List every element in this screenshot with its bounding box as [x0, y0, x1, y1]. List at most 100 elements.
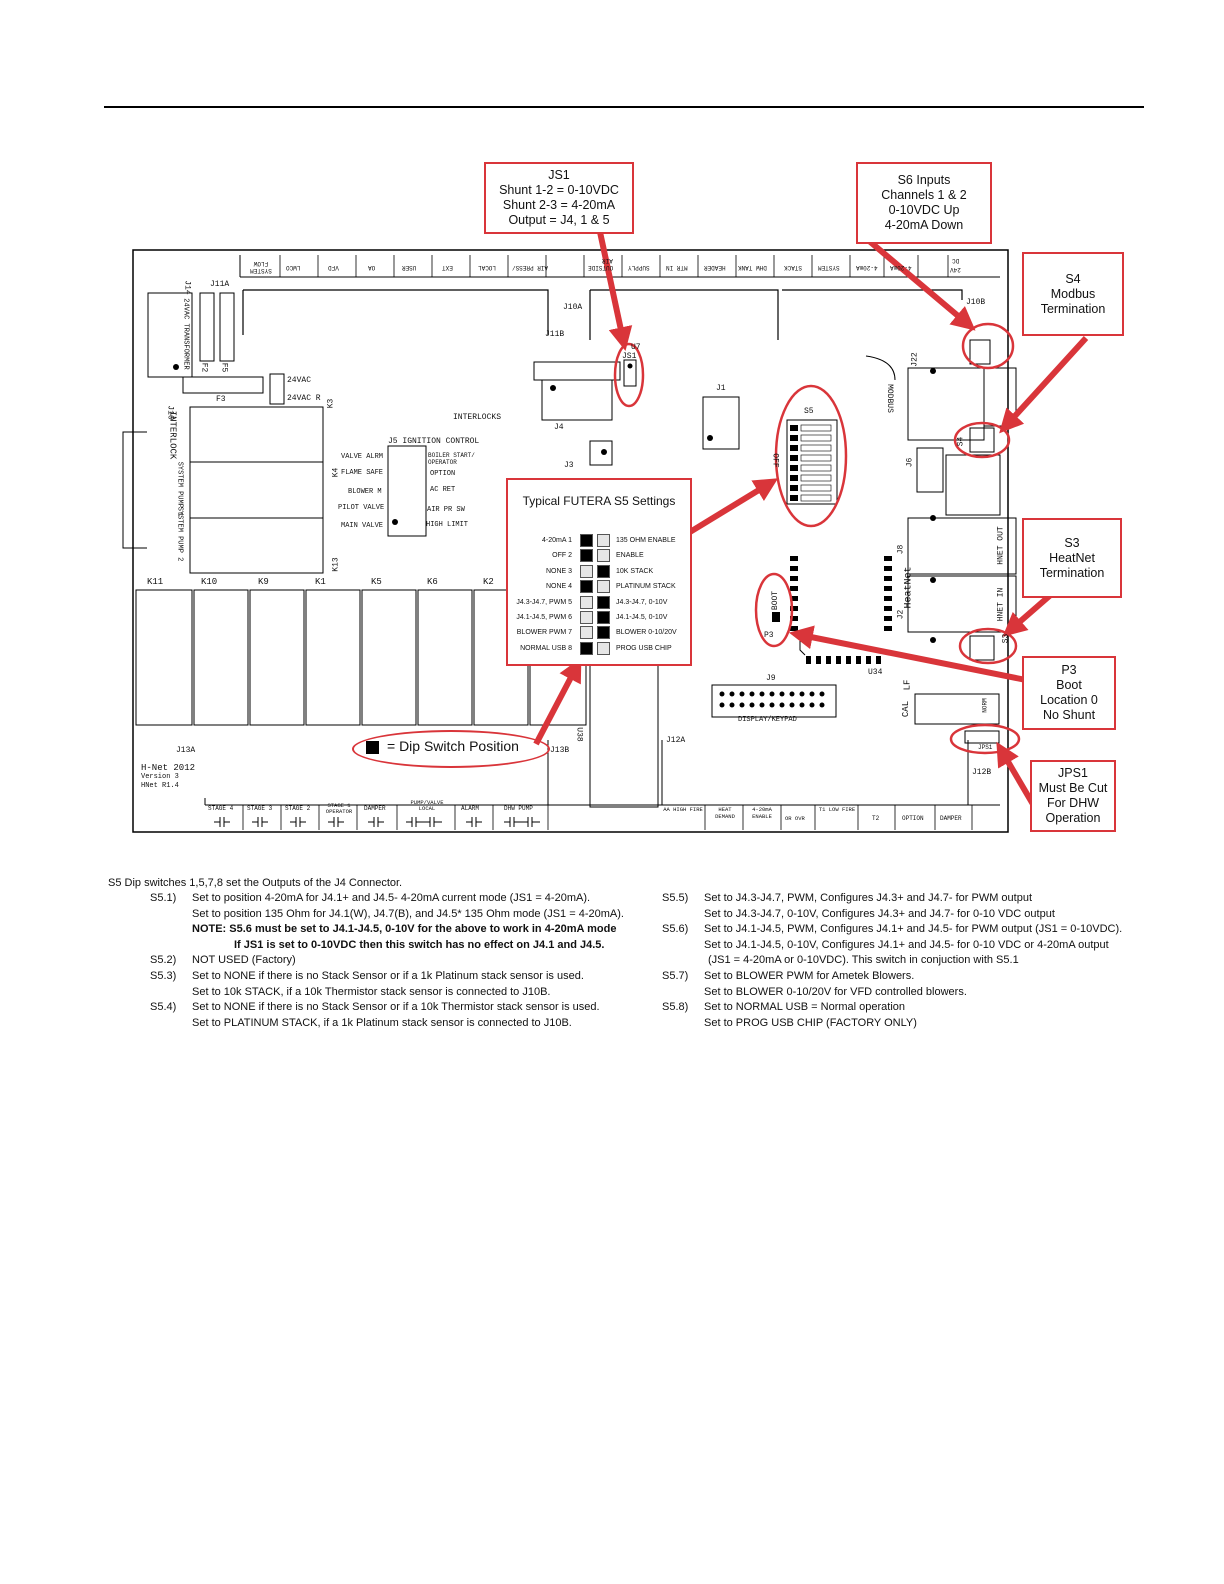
callout-s3-line: Termination — [1039, 565, 1105, 580]
note-text: Set to NORMAL USB = Normal operation — [704, 1001, 906, 1014]
label-hnet-out: HNET OUT — [996, 526, 1006, 565]
label-j4: J4 — [554, 423, 564, 432]
top-terminal: LWCO — [286, 264, 301, 271]
notes-intro-line: S5 Dip switches 1,5,7,8 set the Outputs … — [108, 877, 403, 889]
note-text: Set to NONE if there is no Stack Sensor … — [192, 1001, 600, 1014]
label-s3: S3 — [1001, 633, 1011, 644]
bottom-terminal: DAMPER — [940, 815, 962, 822]
s5-left-option: OFF 2 — [552, 552, 572, 560]
note-key: S5.8) — [662, 1001, 689, 1014]
note-row: Set to J4.1-J4.5, 0-10V, Configures J4.1… — [662, 938, 1222, 954]
callout-s6-line: 4-20mA Down — [884, 218, 964, 232]
note-key: S5.4) — [150, 1001, 177, 1014]
s5-setting-row: NONE 3 10K STACK — [508, 564, 690, 579]
notes-left-column: S5.1)Set to position 4-20mA for J4.1+ an… — [150, 891, 660, 1031]
label-lf: LF — [902, 679, 913, 691]
ignition-left-3: BLOWER M — [348, 488, 382, 496]
top-terminal: VFD — [328, 264, 339, 271]
top-terminal: USER — [402, 264, 417, 271]
s5-left-option: NORMAL USB 8 — [520, 644, 572, 652]
relay-k6: K6 — [427, 577, 438, 587]
ignition-title: J5 IGNITION CONTROL — [388, 437, 480, 446]
callout-js1: JS1 Shunt 1-2 = 0-10VDC Shunt 2-3 = 4-20… — [484, 162, 634, 234]
note-row: Set to position 135 Ohm for J4.1(W), J4.… — [150, 907, 660, 923]
bottom-terminal: STAGE 1 OPERATOR — [325, 802, 353, 815]
label-j12a: J12A — [666, 736, 686, 745]
s5-setting-row: NORMAL USB 8 PROG USB CHIP — [508, 641, 690, 656]
label-j9: J9 — [766, 674, 776, 683]
top-terminal-dividers — [279, 255, 949, 277]
callout-s3-line: HeatNet — [1049, 550, 1095, 565]
label-j12b: J12B — [972, 768, 992, 777]
dip-legend-oval — [352, 730, 550, 768]
ignition-right-5: HIGH LIMIT — [426, 521, 469, 529]
dip-cell-right — [597, 595, 610, 609]
callout-jps1-line: Operation — [1045, 811, 1101, 825]
label-j3: J3 — [564, 461, 574, 470]
s5-right-option: J4.3-J4.7, 0-10V — [616, 598, 668, 606]
callout-s6-line: Channels 1 & 2 — [881, 188, 967, 202]
s5-right-option: ENABLE — [616, 552, 644, 560]
label-j11a: J11A — [210, 280, 230, 289]
note-row: S5.3)Set to NONE if there is no Stack Se… — [150, 969, 660, 985]
s5-right-option: 10K STACK — [616, 567, 654, 575]
note-row: S5.6)Set to J4.1-J4.5, PWM, Configures J… — [662, 922, 1222, 938]
note-row: Set to BLOWER 0-10/20V for VFD controlle… — [662, 985, 1222, 1001]
label-hnet-in: HNET IN — [996, 587, 1006, 622]
label-heatnet: HeatNet — [903, 566, 915, 609]
callout-s3-line: S3 — [1064, 535, 1080, 550]
s5-left-option: J4.3-J4.7, PWM 5 — [516, 598, 572, 606]
bottom-terminal: DHW PUMP — [504, 805, 533, 812]
label-k13: K13 — [331, 557, 341, 572]
top-terminal: HEADER — [704, 264, 726, 271]
dip-cell-left — [580, 580, 593, 594]
note-row: S5.5)Set to J4.3-J4.7, PWM, Configures J… — [662, 891, 1222, 907]
note-text: NOT USED (Factory) — [192, 954, 296, 967]
bottom-terminal: AA HIGH FIRE — [663, 806, 703, 813]
note-text: Set to J4.3-J4.7, PWM, Configures J4.3+ … — [704, 892, 1033, 904]
s5-right-option: BLOWER 0-10/20V — [616, 629, 677, 637]
label-f2: F2 — [199, 362, 209, 373]
label-p3: P3 — [764, 631, 774, 640]
top-terminal: OUTSIDE — [588, 264, 614, 271]
label-j13a: J13A — [176, 746, 196, 755]
label-s5: S5 — [804, 407, 814, 416]
label-off: OFF — [770, 453, 780, 468]
ignition-left-4: PILOT VALVE — [338, 504, 385, 512]
oval-s4 — [953, 421, 1011, 459]
callout-s4-line: Modbus — [1050, 286, 1096, 301]
dip-cell-left — [580, 641, 593, 655]
top-terminal: SYSTEM FLOW — [250, 260, 272, 274]
dip-cell-right — [597, 641, 610, 655]
label-24vac-r: 24VAC R — [287, 394, 321, 403]
callout-js1-line: Shunt 1-2 = 0-10VDC — [499, 183, 619, 197]
label-u38: U38 — [574, 727, 584, 742]
label-u7: U7 — [631, 343, 641, 352]
bottom-terminal: DAMPER — [364, 805, 386, 812]
label-j2: J2 — [896, 609, 906, 620]
callout-p3-line: P3 — [1061, 663, 1077, 677]
label-j14: J14 — [182, 280, 192, 295]
dip-cell-right — [597, 626, 610, 640]
s5-left-option: NONE 4 — [545, 583, 572, 591]
s5-right-option: 135 OHM ENABLE — [616, 537, 676, 544]
label-jps1: JPS1 — [978, 744, 993, 751]
s5-right-option: PROG USB CHIP — [616, 644, 672, 652]
contact-symbols — [214, 817, 540, 827]
bottom-terminal: 4-20mA ENABLE — [752, 806, 772, 820]
label-f3: F3 — [216, 395, 226, 404]
label-f5: F5 — [219, 362, 229, 373]
note-row: (JS1 = 4-20mA or 0-10VDC). This switch i… — [662, 953, 1222, 969]
dip-cell-left — [580, 626, 593, 640]
note-row: Set to PROG USB CHIP (FACTORY ONLY) — [662, 1016, 1222, 1032]
bottom-terminal: STAGE 4 — [208, 805, 234, 812]
callout-p3-line: Location 0 — [1040, 693, 1098, 707]
callout-jps1: JPS1 Must Be Cut For DHW Operation — [1030, 760, 1116, 832]
callout-s3: S3 HeatNet Termination — [1022, 518, 1122, 598]
note-row: Set to 10k STACK, if a 10k Thermistor st… — [150, 985, 660, 1001]
s5-left-option: NONE 3 — [545, 567, 572, 575]
